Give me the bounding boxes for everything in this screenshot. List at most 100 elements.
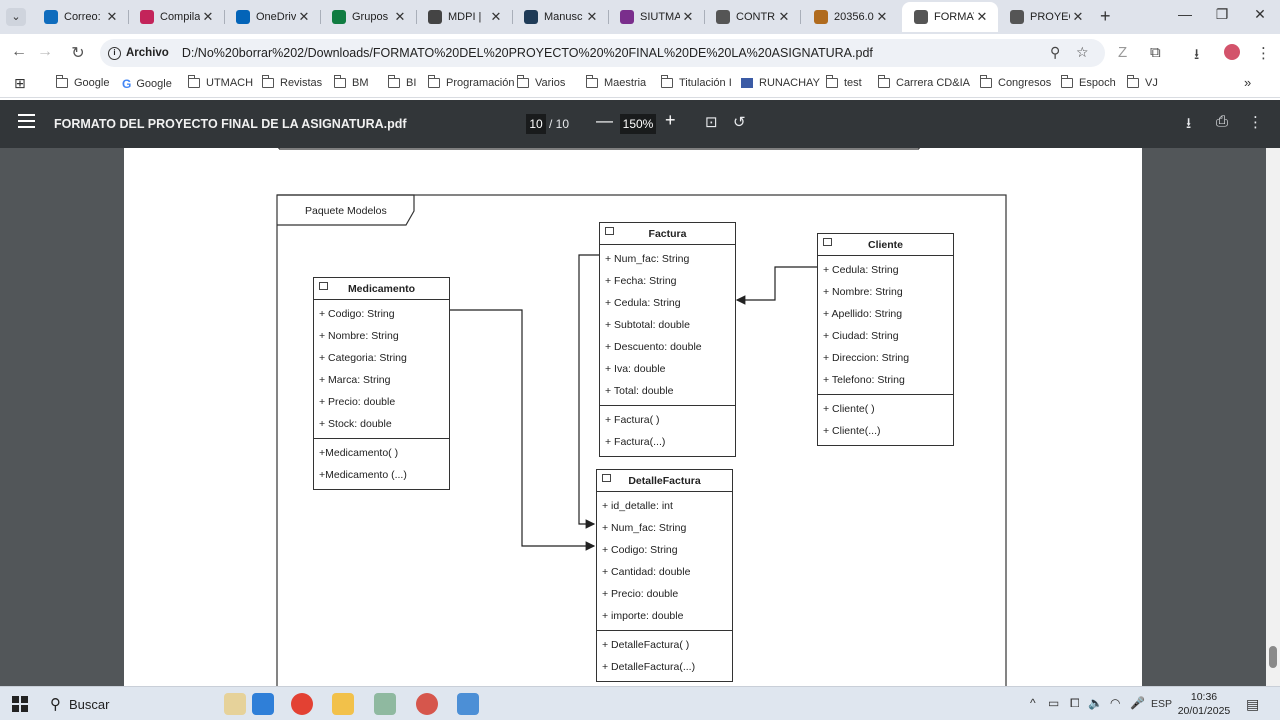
tab-title: Manusc (544, 11, 583, 23)
scrollbar-thumb[interactable] (1269, 646, 1277, 668)
bookmark-item[interactable]: Varios (517, 75, 565, 89)
folder-icon (661, 75, 673, 88)
taskbar-chrome-icon[interactable] (291, 693, 313, 715)
taskbar-app-store-icon[interactable] (252, 693, 274, 715)
compilatio-icon (140, 10, 154, 24)
url-text[interactable]: D:/No%20borrar%202/Downloads/FORMATO%20D… (181, 46, 873, 60)
taskbar-app-notes-icon[interactable] (224, 693, 246, 715)
extensions-puzzle-icon[interactable]: ⧉ (1150, 44, 1161, 61)
tab-search-dropdown[interactable]: ⌄ (6, 8, 26, 26)
bookmark-star-icon[interactable]: ☆ (1076, 44, 1089, 60)
taskbar-clock[interactable]: 10:36 20/01/2025 (1176, 690, 1232, 718)
windows-start-icon[interactable] (12, 696, 28, 712)
page-number-input[interactable]: 10 (526, 114, 546, 134)
zoom-in-button[interactable]: + (665, 110, 676, 130)
tab-close-icon[interactable]: ✕ (298, 9, 310, 24)
search-icon: ⚲ (50, 696, 61, 713)
bookmark-item[interactable]: Revistas (262, 75, 322, 89)
bookmark-item[interactable]: UTMACH (188, 75, 253, 89)
bookmark-label: Espoch (1079, 77, 1116, 89)
tray-app-icon[interactable]: ⧠ (1070, 696, 1080, 710)
bookmark-item[interactable]: VJ (1127, 75, 1158, 89)
tab-close-icon[interactable]: ✕ (490, 9, 502, 24)
tab-9[interactable]: 20356.0✕ (802, 2, 898, 32)
zoom-icon[interactable]: ⚲ (1050, 44, 1061, 60)
bookmark-item[interactable]: Carrera CD&IA (878, 75, 970, 89)
tab-8[interactable]: CONTR✕ (704, 2, 800, 32)
taskbar-app-icon[interactable] (374, 693, 396, 715)
bookmark-item[interactable]: RUNACHAY (741, 77, 820, 89)
tab-close-icon[interactable]: ✕ (202, 9, 214, 24)
notifications-icon[interactable]: ▤ (1246, 696, 1260, 712)
restore-button[interactable]: ❐ (1215, 6, 1229, 22)
tab-close-icon[interactable]: ✕ (876, 9, 888, 24)
tab-11[interactable]: PROYEC✕ (998, 2, 1094, 32)
tab-4[interactable]: Grupos✕ (320, 2, 416, 32)
bookmark-item[interactable]: Espoch (1061, 75, 1116, 89)
tab-close-icon[interactable]: ✕ (778, 9, 790, 24)
tab-close-icon[interactable]: ✕ (682, 9, 694, 24)
tab-6[interactable]: Manusc✕ (512, 2, 608, 32)
tab-10[interactable]: FORMAT✕ (902, 2, 998, 32)
address-bar[interactable]: i Archivo D:/No%20borrar%202/Downloads/F… (100, 39, 1105, 67)
reload-button[interactable]: ↻ (71, 45, 85, 62)
tab-1[interactable]: Correo: ✕ (32, 2, 128, 32)
class-medicamento: Medicamento+ Codigo: String+ Nombre: Str… (313, 277, 450, 490)
bookmark-item[interactable]: BM (334, 75, 369, 89)
forward-button[interactable]: → (37, 43, 53, 60)
tab-7[interactable]: SIUTMA✕ (608, 2, 704, 32)
bookmark-item[interactable]: Programación (428, 75, 514, 89)
wifi-icon[interactable]: ◠ (1110, 696, 1121, 710)
folder-icon (980, 75, 992, 88)
tab-2[interactable]: Compila✕ (128, 2, 224, 32)
zoom-out-button[interactable]: — (596, 111, 613, 130)
taskbar-app-icon[interactable] (457, 693, 479, 715)
back-button[interactable]: ← (11, 43, 27, 60)
taskbar-file-explorer-icon[interactable] (332, 693, 354, 715)
site-info-chip[interactable]: i Archivo (108, 46, 169, 60)
taskbar-chrome-profile-icon[interactable] (416, 693, 438, 715)
tab-title: 20356.0 (834, 11, 874, 23)
profile-avatar[interactable] (1224, 44, 1240, 60)
bookmark-item[interactable]: Titulación I (661, 75, 732, 89)
tray-expand-icon[interactable]: ^ (1030, 696, 1036, 710)
bookmark-item[interactable]: Congresos (980, 75, 1051, 89)
minimize-button[interactable]: — (1178, 6, 1192, 22)
language-indicator[interactable]: ESP (1151, 698, 1173, 710)
hamburger-menu-icon[interactable] (18, 114, 35, 128)
apps-grid-icon[interactable]: ⊞ (14, 75, 26, 91)
tab-5[interactable]: MDPI | ✕ (416, 2, 512, 32)
downloads-icon[interactable]: ⭳ (1194, 46, 1200, 63)
microphone-icon[interactable]: 🎤 (1130, 696, 1145, 710)
more-bookmarks-icon[interactable]: » (1244, 75, 1252, 90)
battery-icon[interactable]: ▭ (1048, 696, 1060, 710)
tab-3[interactable]: OneDriv✕ (224, 2, 320, 32)
zoom-level-input[interactable]: 150% (620, 114, 656, 134)
new-tab-button[interactable]: + (1100, 6, 1111, 26)
pdf-more-options-icon[interactable]: ⋮ (1248, 114, 1263, 131)
bookmark-item[interactable]: BI (388, 75, 416, 89)
vertical-scrollbar[interactable] (1266, 148, 1280, 686)
tab-close-icon[interactable]: ✕ (394, 9, 406, 24)
download-pdf-icon[interactable]: ⭳ (1186, 115, 1192, 132)
extension-icon[interactable]: Z (1118, 44, 1128, 61)
tab-title: Compila (160, 11, 200, 23)
tab-close-icon[interactable]: ✕ (106, 9, 118, 24)
tab-close-icon[interactable]: ✕ (976, 9, 988, 24)
browser-menu-icon[interactable]: ⋮ (1256, 45, 1271, 62)
pdf-document-area[interactable]: Paquete Modelos Medicamento+ Codigo: Str… (0, 148, 1280, 686)
info-icon: i (108, 46, 121, 60)
volume-icon[interactable]: 🔈 (1088, 696, 1103, 710)
bookmark-item[interactable]: Google (56, 75, 109, 89)
rotate-icon[interactable]: ↺ (733, 114, 746, 131)
class-attribute: + id_detalle: int (602, 500, 673, 512)
tab-close-icon[interactable]: ✕ (586, 9, 598, 24)
print-icon[interactable]: ⎙ (1216, 113, 1229, 130)
tab-close-icon[interactable]: ✕ (1072, 9, 1084, 24)
bookmark-item[interactable]: Maestria (586, 75, 646, 89)
taskbar-search[interactable]: ⚲ Buscar (44, 687, 214, 721)
fit-page-icon[interactable]: ⊡ (705, 114, 718, 131)
bookmark-item[interactable]: test (826, 75, 862, 89)
close-window-button[interactable]: ✕ (1254, 6, 1266, 22)
